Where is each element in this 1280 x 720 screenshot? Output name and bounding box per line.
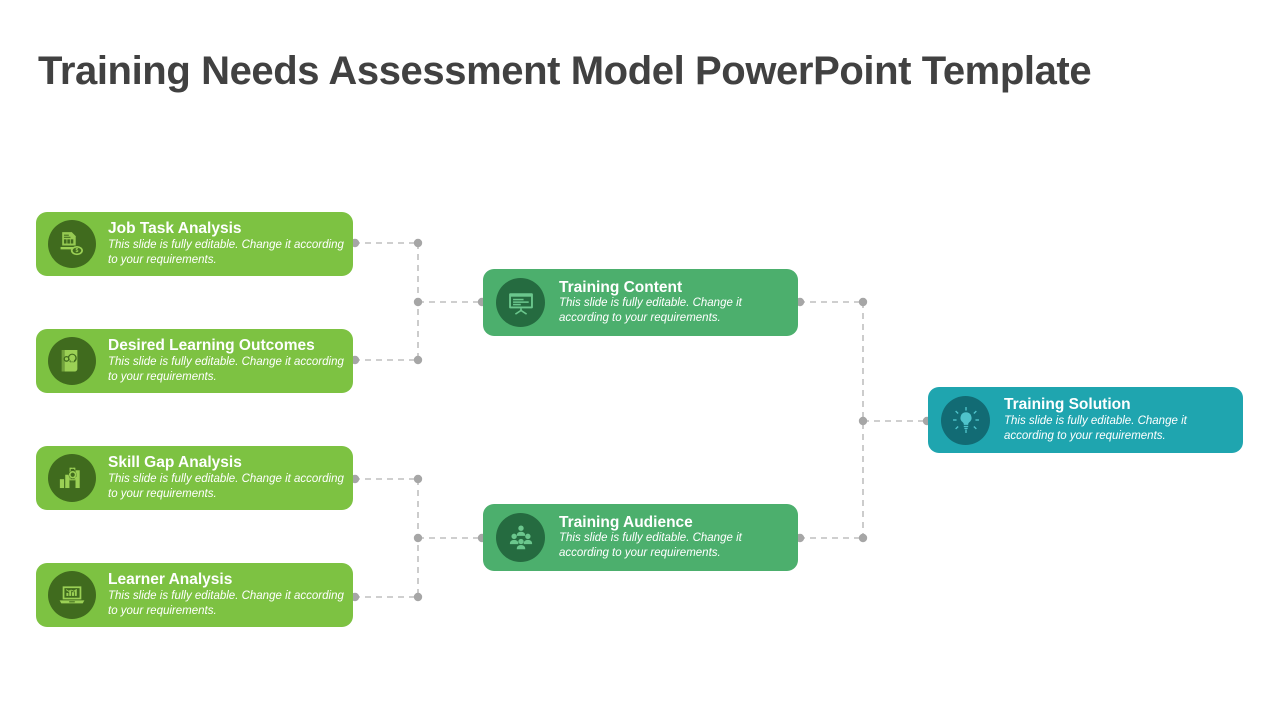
- card-text-block: Learner Analysis This slide is fully edi…: [96, 571, 353, 618]
- node-spine-a-top: [413, 238, 423, 248]
- card-text-block: Training Audience This slide is fully ed…: [545, 514, 798, 561]
- report-money-icon: $: [48, 220, 96, 268]
- card-title: Learner Analysis: [108, 571, 233, 589]
- lightbulb-idea-icon: [941, 395, 990, 445]
- node-spine-a-mid: [413, 297, 423, 307]
- card-title: Training Solution: [1004, 396, 1131, 414]
- card-description: This slide is fully editable. Change it …: [108, 355, 344, 383]
- card-learner-analysis[interactable]: Learner Analysis This slide is fully edi…: [36, 563, 353, 627]
- card-job-task-analysis[interactable]: $ Job Task Analysis This slide is fully …: [36, 212, 353, 276]
- presentation-board-icon: [496, 278, 545, 327]
- node-spine-b-top: [413, 474, 423, 484]
- card-text-block: Job Task Analysis This slide is fully ed…: [96, 220, 353, 267]
- card-text-block: Skill Gap Analysis This slide is fully e…: [96, 454, 353, 501]
- card-description: This slide is fully editable. Change it …: [108, 238, 344, 266]
- card-skill-gap-analysis[interactable]: Skill Gap Analysis This slide is fully e…: [36, 446, 353, 510]
- page-title: Training Needs Assessment Model PowerPoi…: [38, 49, 1092, 93]
- card-training-audience[interactable]: Training Audience This slide is fully ed…: [483, 504, 798, 571]
- node-spine-c-top: [858, 297, 868, 307]
- card-description: This slide is fully editable. Change it …: [559, 297, 742, 325]
- laptop-chart-icon: [48, 571, 96, 619]
- card-training-content[interactable]: Training Content This slide is fully edi…: [483, 269, 798, 336]
- card-title: Desired Learning Outcomes: [108, 337, 315, 355]
- card-title: Job Task Analysis: [108, 220, 242, 238]
- node-spine-b-mid: [413, 533, 423, 543]
- node-spine-b-bottom: [413, 592, 423, 602]
- card-title: Training Audience: [559, 513, 693, 531]
- card-title: Skill Gap Analysis: [108, 454, 242, 472]
- card-desired-learning-outcomes[interactable]: Desired Learning Outcomes This slide is …: [36, 329, 353, 393]
- node-spine-c-mid: [858, 416, 868, 426]
- audience-group-icon: [496, 513, 545, 562]
- card-text-block: Desired Learning Outcomes This slide is …: [96, 337, 353, 384]
- card-description: This slide is fully editable. Change it …: [1004, 414, 1187, 442]
- node-spine-a-bottom: [413, 355, 423, 365]
- card-title: Training Content: [559, 278, 683, 296]
- svg-text:$: $: [75, 248, 78, 254]
- book-lightbulb-icon: [48, 337, 96, 385]
- card-text-block: Training Solution This slide is fully ed…: [990, 396, 1243, 443]
- card-description: This slide is fully editable. Change it …: [559, 532, 742, 560]
- card-training-solution[interactable]: Training Solution This slide is fully ed…: [928, 387, 1243, 453]
- card-description: This slide is fully editable. Change it …: [108, 472, 344, 500]
- card-text-block: Training Content This slide is fully edi…: [545, 279, 798, 326]
- node-spine-c-bottom: [858, 533, 868, 543]
- card-description: This slide is fully editable. Change it …: [108, 589, 344, 617]
- bar-chart-magnifier-icon: [48, 454, 96, 502]
